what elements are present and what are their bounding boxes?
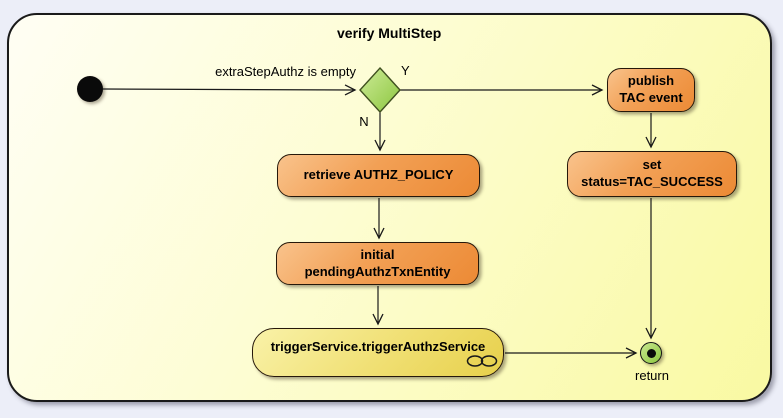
action-label: pendingAuthzTxnEntity bbox=[304, 263, 451, 279]
return-label: return bbox=[635, 368, 669, 383]
end-node-inner-dot bbox=[646, 348, 656, 358]
diagram-title: verify MultiStep bbox=[337, 25, 442, 41]
end-node[interactable] bbox=[640, 342, 662, 364]
action-label: set bbox=[642, 157, 662, 173]
yes-branch-label: Y bbox=[401, 63, 410, 78]
action-trigger-service[interactable]: triggerService.triggerAuthzService bbox=[252, 328, 504, 377]
action-label: publish bbox=[627, 73, 675, 89]
no-branch-label: N bbox=[359, 114, 369, 129]
action-label: TAC event bbox=[619, 90, 683, 105]
action-set-status-tac-success[interactable]: set status=TAC_SUCCESS bbox=[567, 151, 737, 197]
action-label: retrieve AUTHZ_POLICY bbox=[303, 167, 454, 183]
guard-label: extraStepAuthz is empty bbox=[215, 64, 356, 79]
action-label: triggerService.triggerAuthzService bbox=[270, 339, 486, 354]
action-label: status=TAC_SUCCESS bbox=[581, 174, 723, 189]
action-initial-pending-authz-txn-entity[interactable]: initial pendingAuthzTxnEntity bbox=[276, 242, 479, 285]
action-publish-tac-event[interactable]: publish TAC event bbox=[607, 68, 695, 112]
action-label: initial bbox=[360, 246, 395, 262]
start-node[interactable] bbox=[77, 76, 103, 102]
action-retrieve-authz-policy[interactable]: retrieve AUTHZ_POLICY bbox=[277, 154, 480, 197]
